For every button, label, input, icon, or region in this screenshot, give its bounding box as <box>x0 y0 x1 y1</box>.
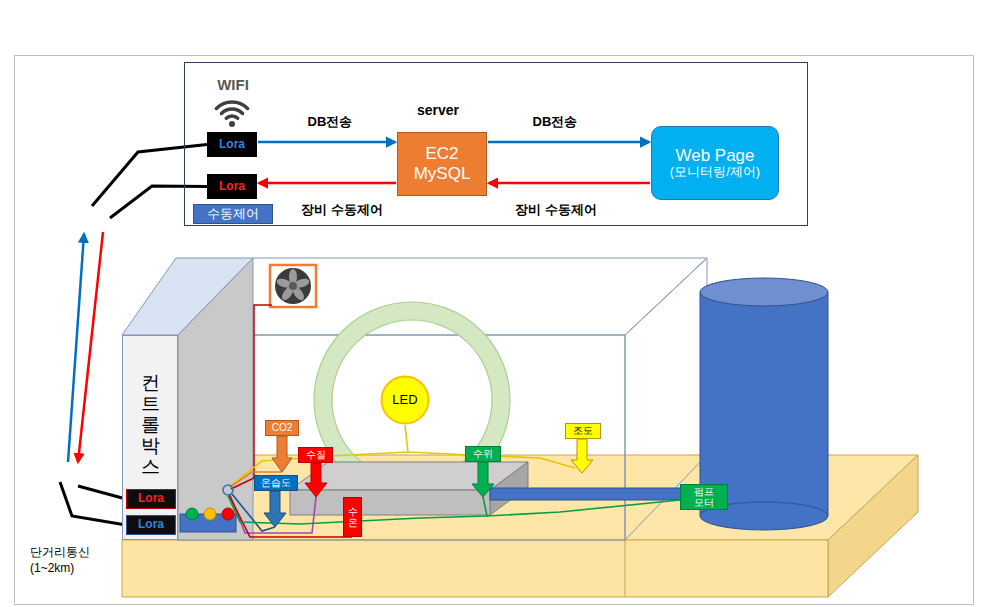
wires <box>223 425 680 537</box>
water-pipe <box>490 488 686 500</box>
panel-title: WIFI <box>217 76 249 93</box>
radio-module: Lora <box>126 489 176 509</box>
base-front <box>122 540 828 597</box>
sensor-tag: 온습도 <box>254 475 298 491</box>
fan-hub <box>289 282 297 290</box>
server-panel: WIFILoraLora수동제어serverEC2 MySQLWeb Page(… <box>184 62 808 226</box>
cylinder-edge <box>828 292 829 516</box>
lamp-label: LED <box>392 393 417 408</box>
red-wire <box>229 495 352 537</box>
cylinder-edge <box>700 292 701 516</box>
sensor-label: CO2 <box>272 422 293 434</box>
control-box: 컨트롤박스LoraLora <box>122 335 178 540</box>
yellow-wire <box>405 425 575 468</box>
plate-front <box>290 490 490 515</box>
base-side <box>828 455 918 597</box>
box-title: Web Page <box>675 146 754 166</box>
sensor-label: 조도 <box>573 425 593 437</box>
green-wire <box>487 500 680 516</box>
humidity-arrow <box>264 491 286 527</box>
pump-label: 펌프 모터 <box>694 486 714 509</box>
co2-arrow <box>272 436 292 472</box>
wire-junction <box>223 485 233 495</box>
sensor-tag: 수위 <box>465 446 501 462</box>
arrow-line <box>259 182 396 185</box>
module-label: Lora <box>138 492 164 506</box>
connector <box>489 183 650 184</box>
sensor-label: 수질 <box>306 449 326 461</box>
note-label: 단거리통신 (1~2km) <box>30 545 90 576</box>
glass-tank <box>178 258 707 540</box>
radio-module: Lora <box>126 515 176 535</box>
sensor-label: 수위 <box>473 448 493 460</box>
arrow-line <box>489 182 650 185</box>
wifi-icon <box>216 102 247 127</box>
connector <box>258 142 395 143</box>
circle-shape <box>382 377 429 424</box>
box-subtitle: (모니터링/제어) <box>670 165 760 180</box>
led-lamp: LED <box>380 375 430 425</box>
box-label: 수동제어 <box>207 207 259 222</box>
fan-body <box>275 268 311 304</box>
sensor-tag: 수온 <box>343 497 362 537</box>
module-label: Lora <box>138 518 164 532</box>
server-label: EC2 MySQL <box>414 144 471 183</box>
sensor-tag: 수질 <box>298 447 333 463</box>
status-led <box>222 508 234 520</box>
status-led <box>204 508 216 520</box>
outer-frame <box>15 56 974 605</box>
edge-label: DB전송 <box>305 114 356 130</box>
server-box: serverEC2 MySQL <box>397 132 487 196</box>
control-box-body <box>122 258 253 540</box>
server-heading: server <box>417 102 459 118</box>
sensor-label: 수온 <box>348 506 358 528</box>
manual-control-box: 수동제어 <box>193 204 273 224</box>
light-arrow <box>571 439 593 473</box>
arrow-line <box>258 141 395 144</box>
pump-motor-box: 펌프 모터 <box>680 484 728 510</box>
cylinder-body <box>700 292 828 516</box>
cylinder-top <box>700 278 828 306</box>
status-led <box>186 508 198 520</box>
module-label: Lora <box>219 180 245 194</box>
fan-frame <box>270 265 316 307</box>
web-page-box: Web Page(모니터링/제어) <box>651 126 779 200</box>
sensor-arrows <box>264 436 593 527</box>
base-divider <box>625 540 626 597</box>
controller-board <box>180 508 236 532</box>
link-line <box>60 482 126 525</box>
arrow-line <box>488 141 649 144</box>
sensor-tag: CO2 <box>265 420 299 436</box>
sensor-label: 온습도 <box>261 477 291 489</box>
fan-icon <box>270 265 316 307</box>
edge-label: 장비 수동제어 <box>512 202 600 218</box>
radio-module: Lora <box>207 132 257 157</box>
module-label: Lora <box>219 138 245 152</box>
link-line <box>78 486 126 499</box>
arrow-line <box>78 232 103 462</box>
control-box-side <box>178 258 253 540</box>
wifi-arc <box>226 116 237 118</box>
quality-arrow <box>305 463 327 497</box>
wifi-dot <box>229 121 235 127</box>
control-box-label: 컨트롤박스 <box>141 373 160 477</box>
connector <box>259 183 396 184</box>
level-arrow <box>472 462 494 497</box>
edge-label: 장비 수동제어 <box>298 202 386 218</box>
edge-label: DB전송 <box>530 114 581 130</box>
link-line <box>92 145 207 207</box>
wifi-arc <box>221 109 242 113</box>
connector <box>488 142 649 143</box>
radio-module: Lora <box>207 174 257 199</box>
sensor-tag: 조도 <box>565 423 601 439</box>
